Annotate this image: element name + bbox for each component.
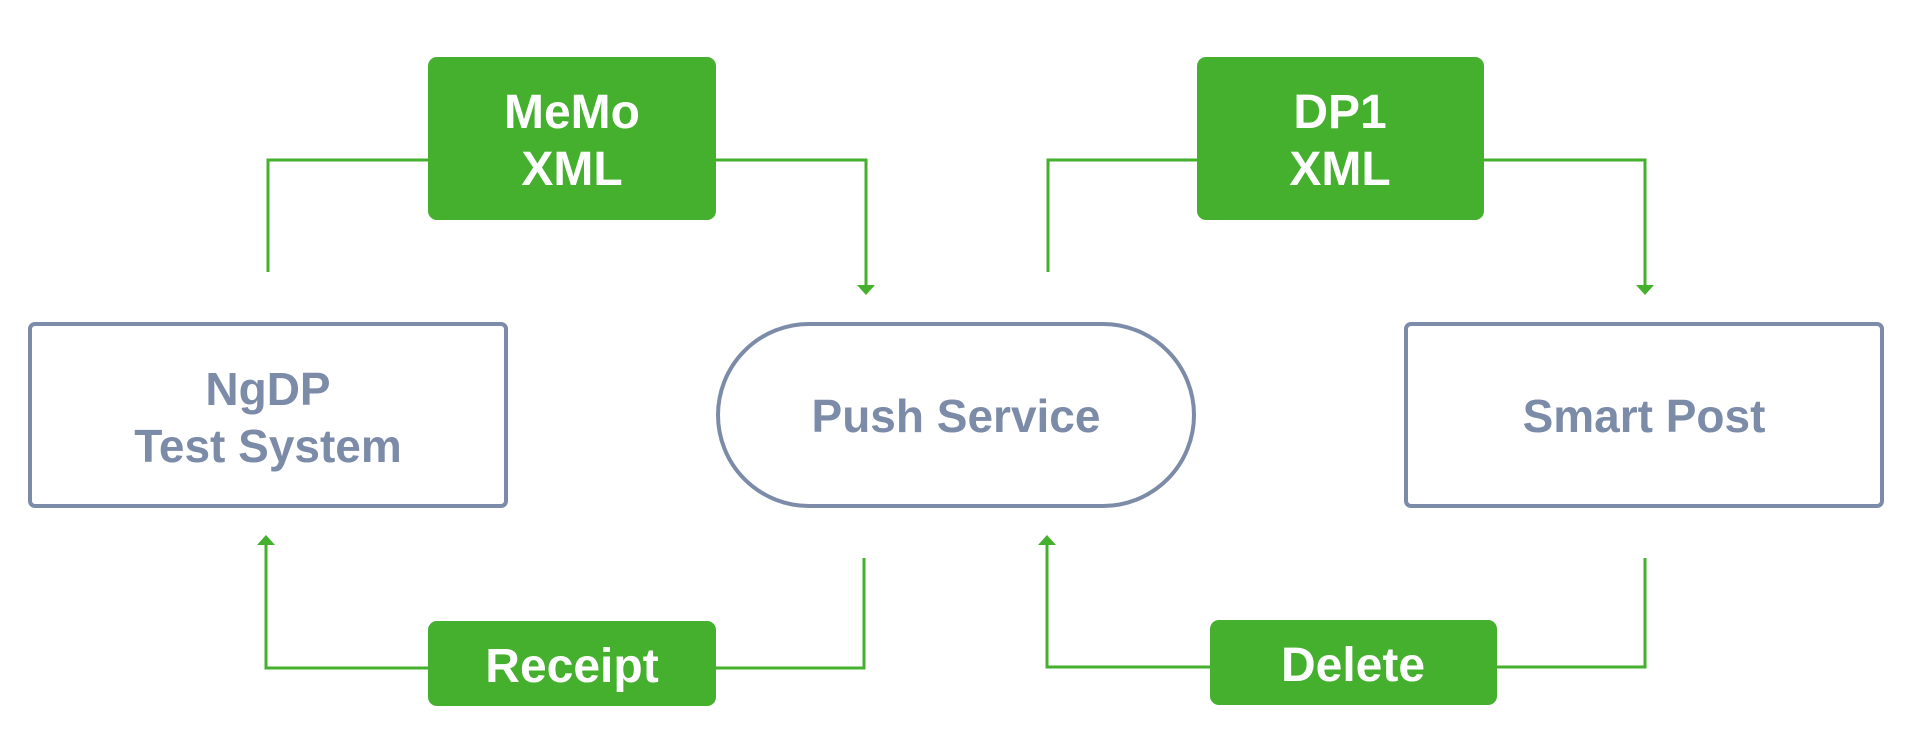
flow-label-delete: Delete (1210, 620, 1497, 705)
flow-label-memo-xml: MeMo XML (428, 57, 716, 220)
node-smart-post: Smart Post (1404, 322, 1884, 508)
flow-dp1-xml-line2: XML (1289, 143, 1390, 196)
flow-memo-xml-line1: MeMo (504, 86, 640, 139)
node-push-service-label: Push Service (812, 390, 1101, 442)
connector-push-to-ngdp (257, 535, 866, 670)
node-ngdp-test-system: NgDP Test System (28, 322, 508, 508)
node-ngdp-label-line2: Test System (134, 420, 402, 472)
node-smart-post-label: Smart Post (1523, 390, 1766, 442)
connector-push-to-smartpost (1046, 158, 1654, 295)
arrowhead-up-icon (257, 535, 275, 545)
arrowhead-down-icon (1636, 285, 1654, 295)
arrowhead-up-icon (1038, 535, 1056, 545)
node-ngdp-label-line1: NgDP (205, 363, 330, 415)
flow-delete-label: Delete (1281, 639, 1425, 692)
connector-ngdp-to-push (266, 158, 875, 295)
flow-receipt-label: Receipt (485, 640, 658, 693)
arrowhead-down-icon (857, 285, 875, 295)
connector-smartpost-to-push (1038, 535, 1647, 669)
flow-label-dp1-xml: DP1 XML (1197, 57, 1484, 220)
node-push-service: Push Service (716, 322, 1196, 508)
flow-memo-xml-line2: XML (521, 143, 622, 196)
flow-dp1-xml-line1: DP1 (1293, 86, 1386, 139)
flow-label-receipt: Receipt (428, 621, 716, 706)
